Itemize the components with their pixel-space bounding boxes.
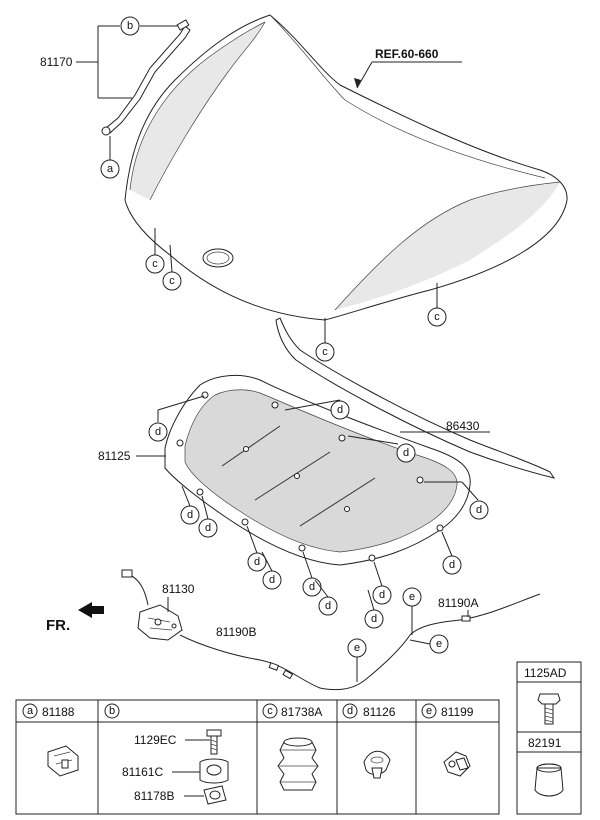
release-cable-b <box>179 634 411 691</box>
callout-d-8: d <box>261 551 282 590</box>
table-header-e: e 81199 <box>421 703 474 719</box>
bumper-82191-illustration <box>534 763 564 797</box>
svg-text:c: c <box>434 311 440 323</box>
svg-text:d: d <box>337 404 343 416</box>
svg-text:d: d <box>309 581 315 593</box>
parts-table <box>15 699 500 815</box>
svg-text:e: e <box>354 642 360 654</box>
table-header-b: b <box>104 703 120 719</box>
ref-label: REF.60-660 <box>354 47 462 89</box>
svg-text:d: d <box>269 574 275 586</box>
svg-text:d: d <box>449 559 455 571</box>
svg-text:d: d <box>205 522 211 534</box>
bumper-81738a-illustration <box>277 737 319 791</box>
svg-text:81199: 81199 <box>441 705 474 719</box>
svg-text:81125: 81125 <box>98 449 131 463</box>
svg-text:81178B: 81178B <box>134 789 174 803</box>
table-header-c: c 81738A <box>262 703 322 719</box>
callout-a-rod: a <box>100 136 120 179</box>
front-direction-arrow: FR. <box>46 602 104 634</box>
callout-d-10: d <box>314 579 338 616</box>
callout-e-3: e <box>347 638 367 682</box>
release-cable-a <box>409 593 541 636</box>
side-parts-table: 1125AD 82191 <box>516 661 582 815</box>
svg-text:REF.60-660: REF.60-660 <box>375 47 439 61</box>
svg-text:86430: 86430 <box>446 419 480 433</box>
hood-insulator <box>164 375 471 566</box>
svg-text:d: d <box>325 600 331 612</box>
svg-text:d: d <box>347 705 353 717</box>
callout-d-5: d <box>180 485 200 525</box>
clip-81188-illustration <box>47 745 79 777</box>
callout-d-3: d <box>347 435 416 463</box>
table-header-d: d 81126 <box>342 703 396 719</box>
table-header-a: a 81188 <box>22 703 75 719</box>
svg-text:c: c <box>152 258 158 270</box>
svg-text:81190B: 81190B <box>216 625 256 639</box>
svg-text:1125AD: 1125AD <box>524 666 567 680</box>
callout-e-1: e <box>402 587 422 635</box>
label-86430: 86430 <box>400 419 490 433</box>
svg-text:e: e <box>409 591 415 603</box>
svg-text:c: c <box>322 346 328 358</box>
svg-text:d: d <box>476 504 482 516</box>
callout-d-13: d <box>441 531 462 575</box>
svg-text:81130: 81130 <box>162 582 195 596</box>
callout-d-2: d <box>284 399 350 420</box>
label-81125: 81125 <box>98 449 166 463</box>
svg-text:81188: 81188 <box>42 705 75 719</box>
svg-text:81161C: 81161C <box>122 765 163 779</box>
label-81190a: 81190A <box>438 596 478 617</box>
callout-d-4: d <box>424 481 489 520</box>
b-parts-illustration <box>199 729 229 805</box>
svg-text:c: c <box>267 705 273 717</box>
svg-text:82191: 82191 <box>528 736 562 750</box>
callout-b-rod: b <box>120 16 140 36</box>
svg-text:81190A: 81190A <box>438 596 478 610</box>
callout-c-2: c <box>162 244 182 291</box>
svg-text:b: b <box>127 20 133 32</box>
callout-c-4: c <box>315 318 335 362</box>
label-81170: 81170 <box>40 25 178 99</box>
hood-stay-rod <box>101 19 191 136</box>
callout-d-12: d <box>364 589 384 629</box>
svg-text:d: d <box>254 556 260 568</box>
callout-d-11: d <box>372 561 392 605</box>
svg-text:a: a <box>27 705 34 717</box>
hood-panel <box>124 14 568 321</box>
svg-text:d: d <box>403 447 409 459</box>
svg-text:81126: 81126 <box>363 705 396 719</box>
svg-text:1129EC: 1129EC <box>134 733 177 747</box>
b-parts-labels: 1129EC 81161C 81178B <box>122 733 210 803</box>
clip-81126-illustration <box>363 750 391 779</box>
svg-text:d: d <box>379 589 385 601</box>
label-81190b: 81190B <box>216 625 256 639</box>
callout-d-6: d <box>198 495 218 538</box>
callout-c-1: c <box>145 228 165 274</box>
callout-c-3: c <box>427 283 447 327</box>
bolt-1125ad-illustration <box>537 693 561 725</box>
hood-latch <box>121 569 183 641</box>
svg-text:c: c <box>169 275 175 287</box>
svg-text:d: d <box>155 426 161 438</box>
svg-text:81738A: 81738A <box>281 705 322 719</box>
svg-text:a: a <box>107 163 114 175</box>
svg-text:b: b <box>109 705 115 717</box>
callout-e-2: e <box>409 634 449 654</box>
svg-text:e: e <box>436 638 442 650</box>
callout-d-1: d <box>148 395 205 442</box>
svg-text:d: d <box>371 613 377 625</box>
weatherstrip <box>275 317 556 479</box>
svg-text:e: e <box>426 705 432 717</box>
label-81130: 81130 <box>162 582 195 612</box>
callout-d-7: d <box>246 525 267 572</box>
svg-text:81170: 81170 <box>40 55 73 69</box>
svg-text:FR.: FR. <box>46 617 70 634</box>
clip-81199-illustration <box>443 751 471 777</box>
svg-text:d: d <box>187 509 193 521</box>
